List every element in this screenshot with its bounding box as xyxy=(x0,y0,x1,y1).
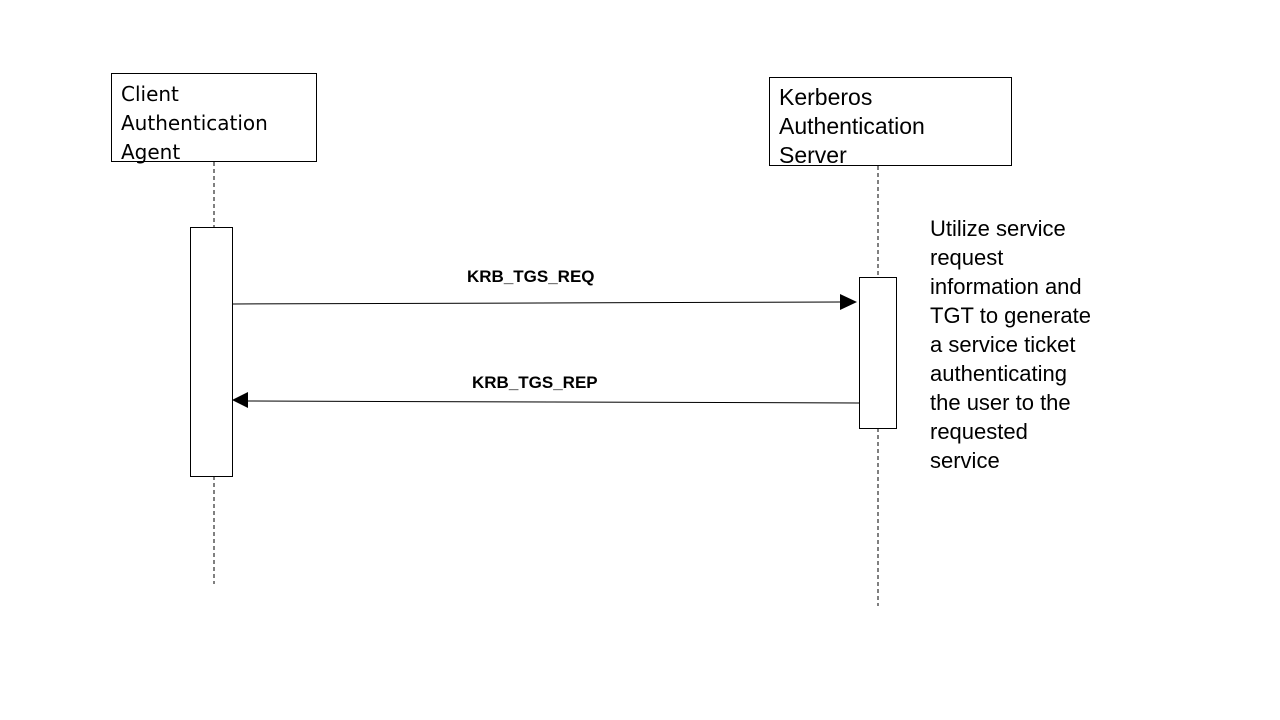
actor-label-line: Client xyxy=(121,82,179,106)
actor-label-line: Agent xyxy=(121,140,181,164)
note-line: a service ticket xyxy=(930,332,1076,357)
request-arrowhead xyxy=(840,294,857,310)
actor-label-line: Kerberos xyxy=(779,84,873,110)
note-line: Utilize service xyxy=(930,216,1066,241)
server-activation-bar xyxy=(859,277,897,429)
client-authentication-agent-box: Client Authentication Agent xyxy=(111,73,317,164)
actor-label-line: Authentication xyxy=(121,111,268,135)
note-line: requested xyxy=(930,419,1028,444)
reply-arrowhead xyxy=(232,392,248,408)
note-line: TGT to generate xyxy=(930,303,1092,328)
krb-tgs-rep-label: KRB_TGS_REP xyxy=(472,373,598,392)
client-activation-bar xyxy=(190,227,233,477)
actor-label-line: Authentication xyxy=(779,113,925,139)
request-arrow-line xyxy=(232,301,843,305)
krb-tgs-req-label: KRB_TGS_REQ xyxy=(467,267,595,286)
reply-arrow-line xyxy=(245,400,860,404)
note-line: service xyxy=(930,448,1000,473)
note-line: the user to the xyxy=(930,390,1071,415)
note-line: information and xyxy=(930,274,1082,299)
server-process-note: Utilize service request information and … xyxy=(930,214,1130,475)
note-line: authenticating xyxy=(930,361,1067,386)
note-line: request xyxy=(930,245,1004,270)
actor-label-line: Server xyxy=(779,142,847,168)
kerberos-authentication-server-box: Kerberos Authentication Server xyxy=(769,77,1012,168)
